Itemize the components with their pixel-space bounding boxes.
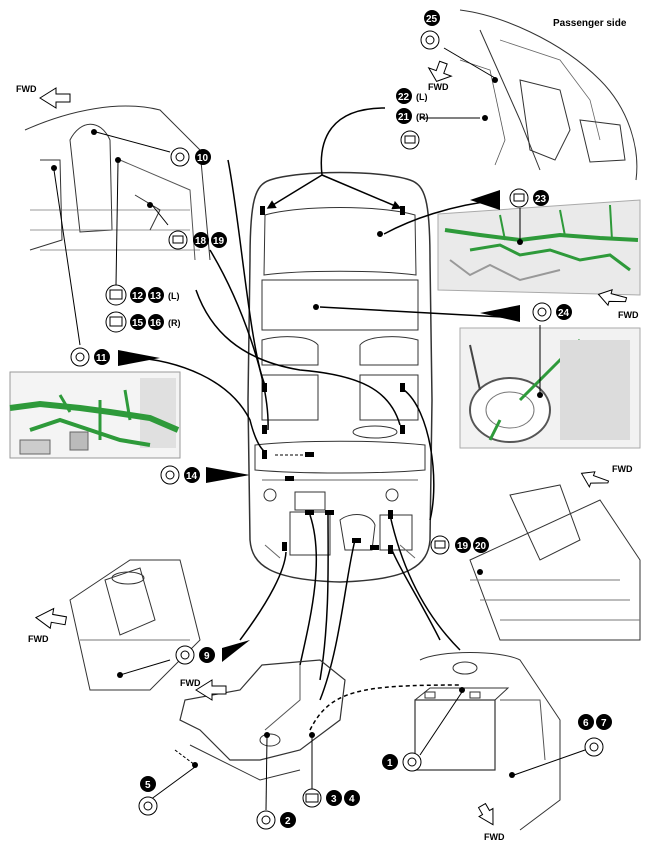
right-mid-detail: 24 [459,302,641,449]
fwd-arrow-right-lower: FWD [580,464,633,489]
svg-text:FWD: FWD [428,82,449,92]
svg-text:19: 19 [457,541,469,552]
callout-20 [473,537,489,553]
svg-text:(R): (R) [168,318,181,328]
callout-22-group: 22 (L) [396,88,428,104]
callout-10 [195,149,211,165]
svg-text:FWD: FWD [618,310,639,320]
callout-16 [148,314,164,330]
right-top-harness-photo: 23 [437,188,641,296]
car-body-outline [247,171,433,583]
svg-text:12: 12 [132,291,144,302]
callout-12 [130,287,146,303]
svg-text:FWD: FWD [612,464,633,474]
svg-text:14: 14 [186,471,198,482]
callout-9 [199,647,215,663]
callout-24 [556,304,572,320]
battery-detail: 1 6 7 FWD [382,652,612,842]
callout-12-13-group: 12 13 (L) [105,284,180,306]
fwd-arrow-top-right: FWD [427,60,453,92]
fwd-arrow-left-lower: FWD [28,607,68,644]
top-left-detail: FWD 10 18 19 [16,84,227,346]
callout-18 [211,232,227,248]
connector-icon [168,230,188,250]
callout-19 [455,537,471,553]
clip-icon [170,147,190,167]
right-lower-detail: FWD 19 20 [430,464,641,641]
svg-text:3: 3 [331,794,337,805]
callout-25 [424,10,440,26]
svg-text:9: 9 [204,651,210,662]
callout-21 [396,108,412,124]
callout-11-group: 11 [70,347,160,367]
svg-text:22: 22 [398,92,410,103]
callout-6 [578,714,594,730]
svg-text:16: 16 [150,318,162,329]
svg-text:(R): (R) [416,112,429,122]
passenger-side-label: Passenger side [553,18,627,29]
svg-text:7: 7 [601,718,607,729]
callout-1 [382,754,398,770]
callout-22 [396,88,412,104]
callout-14-group: 14 [160,465,250,485]
callout-23 [533,190,549,206]
svg-text:(L): (L) [416,92,428,102]
fwd-arrow-engine: FWD [180,678,227,701]
callout-15 [130,314,146,330]
passenger-side-detail: Passenger side 25 FWD [400,9,638,181]
svg-text:5: 5 [145,780,151,791]
svg-text:25: 25 [426,14,438,25]
callout-14 [184,467,200,483]
svg-text:20: 20 [475,541,487,552]
fwd-arrow-top-left: FWD [16,84,71,109]
svg-text:19: 19 [213,236,225,247]
svg-text:24: 24 [558,308,570,319]
callout-13 [148,287,164,303]
left-harness-photo [9,371,181,459]
callout-11 [94,349,110,365]
svg-text:11: 11 [96,353,107,364]
svg-text:10: 10 [197,153,209,164]
svg-text:13: 13 [150,291,162,302]
engine-detail: FWD 2 3 4 5 [138,659,461,830]
callout-7 [596,714,612,730]
callout-15-16-group: 15 16 (R) [105,311,181,333]
svg-text:FWD: FWD [180,678,201,688]
fwd-arrow-battery: FWD [477,802,505,842]
callout-3 [326,790,342,806]
svg-text:FWD: FWD [16,84,37,94]
svg-text:6: 6 [583,718,589,729]
svg-text:4: 4 [349,794,355,805]
svg-text:18: 18 [195,236,207,247]
connector-icon [400,130,420,150]
svg-text:21: 21 [398,112,410,123]
fwd-arrow-right-mid: FWD [597,288,639,320]
callout-5 [140,776,156,792]
callout-21-group: 21 (R) [396,108,429,124]
svg-text:1: 1 [387,758,393,769]
callout-4 [344,790,360,806]
svg-text:23: 23 [535,194,547,205]
left-lower-detail: FWD 9 [28,559,250,691]
clip-icon [420,30,440,50]
svg-text:FWD: FWD [484,832,505,842]
svg-text:15: 15 [132,318,144,329]
callout-2 [280,812,296,828]
svg-text:FWD: FWD [28,634,49,644]
svg-text:2: 2 [285,816,291,827]
callout-17 [193,232,209,248]
svg-text:(L): (L) [168,291,180,301]
